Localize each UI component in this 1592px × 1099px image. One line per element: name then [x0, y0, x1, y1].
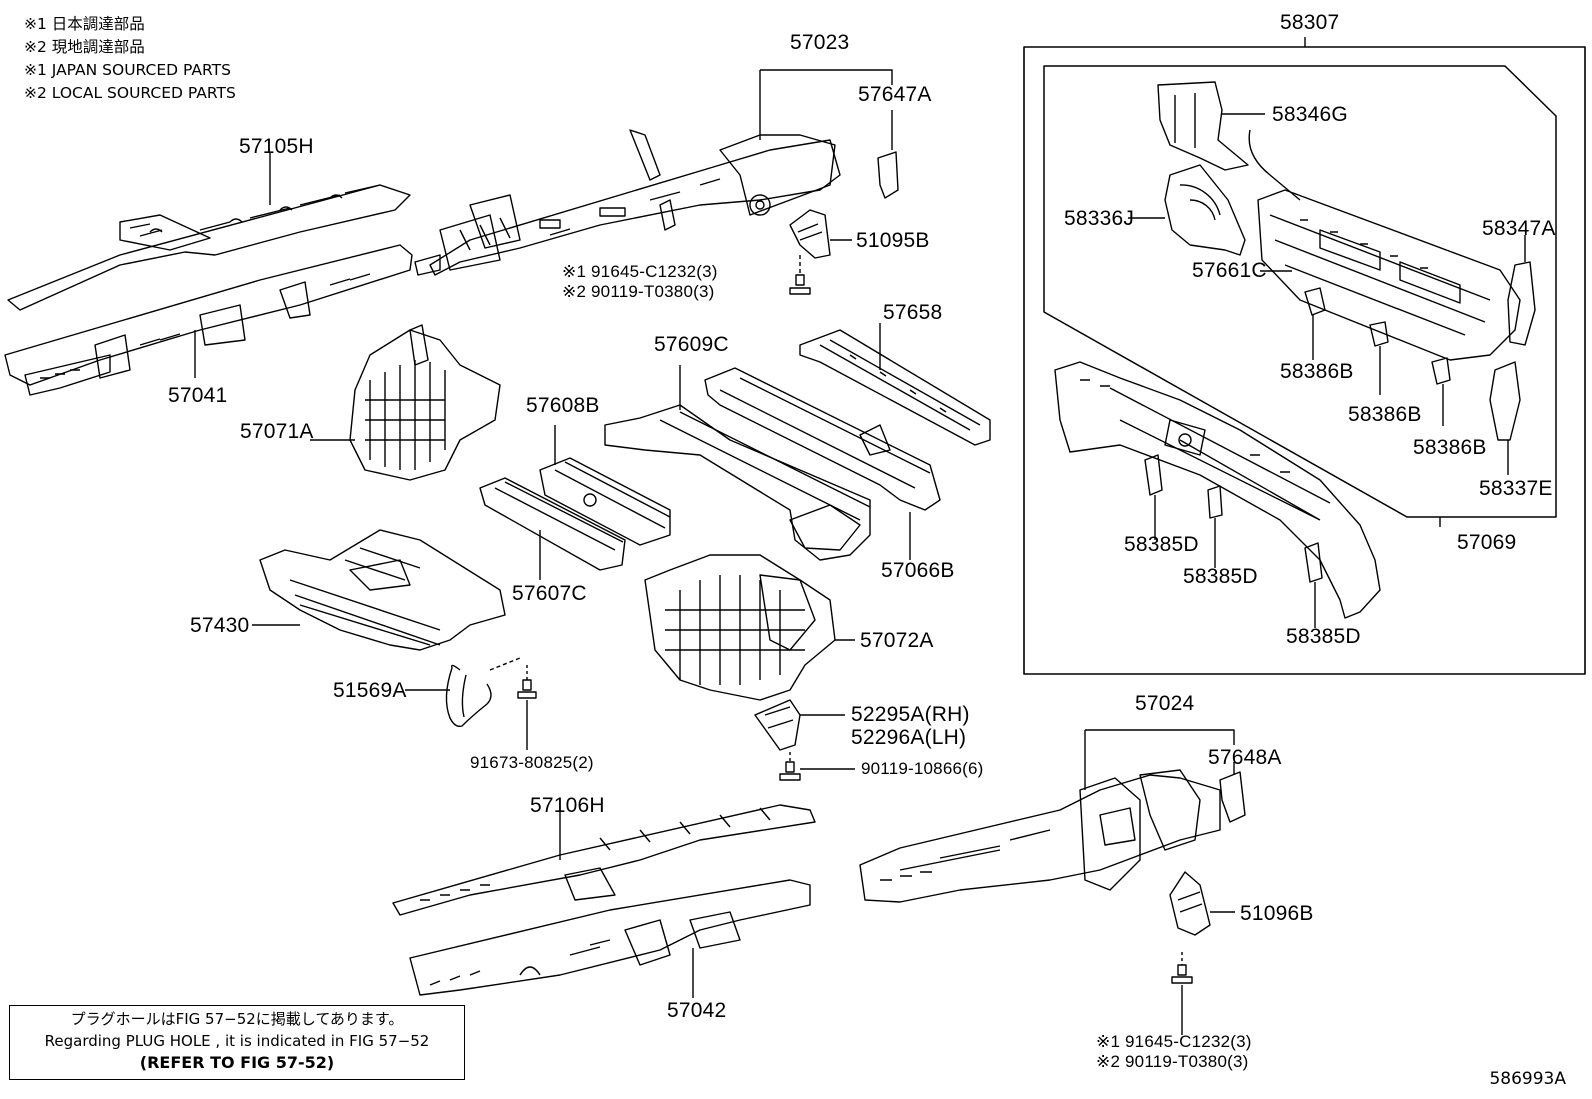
- label-58347a: 58347A: [1482, 217, 1556, 240]
- label-57647a: 57647A: [858, 83, 932, 106]
- label-57648a: 57648A: [1208, 746, 1282, 769]
- label-90119-top: ※2 90119-T0380(3): [562, 282, 715, 301]
- part-58386b-clip-1: [1304, 287, 1326, 360]
- label-51569a: 51569A: [333, 679, 407, 702]
- label-91645-bottom: ※1 91645-C1232(3): [1096, 1032, 1252, 1051]
- part-58346g-panel: [1157, 81, 1301, 201]
- plug-hole-note: プラグホールはFIG 57−52に掲載してあります。 Regarding PLU…: [9, 1005, 465, 1080]
- label-58386b-3: 58386B: [1413, 436, 1487, 459]
- part-58336j-panel: [1128, 164, 1246, 256]
- label-57609c: 57609C: [654, 333, 729, 356]
- part-57106h-rail: [392, 804, 816, 916]
- part-57661c-panel: [1257, 189, 1521, 361]
- label-57071a: 57071A: [240, 420, 314, 443]
- label-52296a-lh: 52296A(LH): [851, 726, 967, 749]
- label-90119-mid: 90119-10866(6): [861, 759, 984, 778]
- part-57105h-rail: [7, 152, 411, 311]
- label-57607c: 57607C: [512, 582, 587, 605]
- part-57608b-channel: [539, 425, 671, 546]
- label-57608b: 57608B: [526, 394, 600, 417]
- label-57072a: 57072A: [860, 629, 934, 652]
- part-58385d-clip-2: [1207, 485, 1223, 568]
- label-57658: 57658: [883, 301, 943, 324]
- part-57648a-bracket: [1219, 762, 1246, 823]
- part-58337e-bracket: [1489, 361, 1521, 475]
- part-58385d-clip-1: [1144, 454, 1163, 540]
- label-57066b: 57066B: [881, 559, 955, 582]
- label-57105h: 57105H: [239, 135, 314, 158]
- sourcing-legend: ※1 日本調達部品 ※2 現地調達部品 ※1 JAPAN SOURCED PAR…: [24, 13, 236, 105]
- note-reference: (REFER TO FIG 57-52): [139, 1053, 335, 1072]
- part-52295a-bracket: [754, 699, 855, 781]
- label-57106h: 57106H: [530, 794, 605, 817]
- part-57647a-bracket: [877, 110, 899, 199]
- label-58346g: 58346G: [1272, 103, 1348, 126]
- label-58385d-1: 58385D: [1124, 533, 1199, 556]
- note-japanese: プラグホールはFIG 57−52に掲載してあります。: [70, 1010, 404, 1028]
- part-58347a-bracket: [1507, 235, 1536, 346]
- part-57607c-channel: [479, 477, 626, 580]
- part-57041-rail: [4, 244, 413, 396]
- group-box-58307: [1023, 37, 1586, 675]
- part-58386b-clip-3: [1431, 357, 1451, 426]
- legend-line-2: ※2 現地調達部品: [24, 38, 145, 56]
- label-57069: 57069: [1457, 531, 1517, 554]
- label-91645-top: ※1 91645-C1232(3): [562, 262, 718, 281]
- part-57024-rail: [859, 729, 1235, 903]
- part-57609c-channel: [604, 365, 871, 561]
- label-57041: 57041: [168, 384, 228, 407]
- part-58386b-clip-2: [1369, 321, 1389, 395]
- part-57069-crossmember: [1054, 361, 1441, 619]
- label-58385d-2: 58385D: [1183, 565, 1258, 588]
- note-english: Regarding PLUG HOLE , it is indicated in…: [44, 1032, 430, 1050]
- document-id: 586993A: [1489, 1069, 1566, 1089]
- label-51096b: 51096B: [1240, 902, 1314, 925]
- part-51096b-bracket: [1169, 871, 1235, 1035]
- label-57430: 57430: [190, 614, 250, 637]
- label-58386b-2: 58386B: [1348, 403, 1422, 426]
- label-58337e: 58337E: [1479, 477, 1553, 500]
- part-57042-rail: [409, 879, 811, 998]
- label-51095b: 51095B: [856, 229, 930, 252]
- part-51095b-bracket: [789, 209, 852, 295]
- part-57023-rail: [414, 69, 893, 276]
- label-58307: 58307: [1280, 11, 1340, 34]
- label-58385d-3: 58385D: [1286, 625, 1361, 648]
- label-58336j: 58336J: [1064, 207, 1135, 230]
- part-57072a-assembly: [644, 554, 855, 701]
- label-57661c: 57661C: [1192, 259, 1267, 282]
- legend-line-3: ※1 JAPAN SOURCED PARTS: [24, 61, 231, 79]
- legend-line-1: ※1 日本調達部品: [24, 15, 145, 33]
- part-51569a-wire: [405, 657, 537, 750]
- label-91673: 91673-80825(2): [470, 753, 594, 772]
- label-57042: 57042: [667, 999, 727, 1022]
- part-57066b-channel: [704, 367, 941, 560]
- label-58386b-1: 58386B: [1280, 360, 1354, 383]
- part-57658-channel: [799, 323, 991, 446]
- label-57023: 57023: [790, 31, 850, 54]
- part-58385d-clip-3: [1304, 542, 1323, 628]
- label-52295a-rh: 52295A(RH): [851, 703, 970, 726]
- label-90119-bottom: ※2 90119-T0380(3): [1096, 1052, 1249, 1071]
- legend-line-4: ※2 LOCAL SOURCED PARTS: [24, 84, 236, 102]
- part-57071a-assembly: [310, 324, 501, 481]
- part-57430-assembly: [252, 529, 506, 651]
- label-57024: 57024: [1135, 692, 1195, 715]
